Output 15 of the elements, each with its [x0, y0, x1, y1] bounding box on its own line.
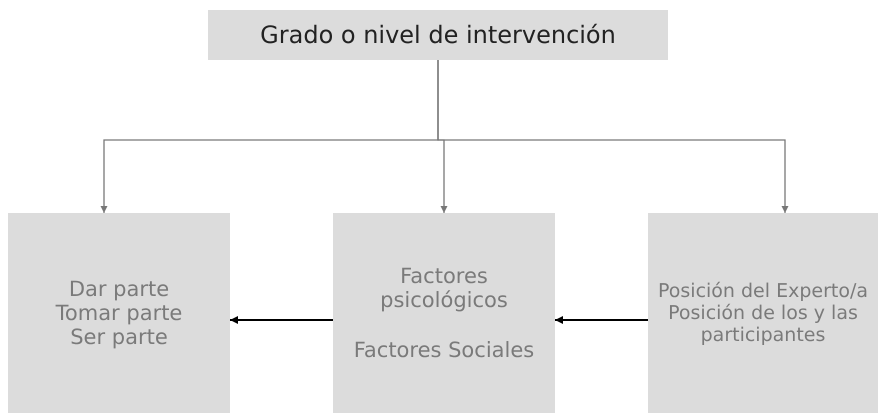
box-text: Dar parte: [68, 277, 170, 301]
box-text: Grado o nivel de intervención: [260, 21, 616, 49]
box-text: Factores Sociales: [354, 338, 534, 362]
category-box: [8, 213, 230, 413]
box-text: Tomar parte: [56, 301, 182, 325]
arrow: [437, 60, 788, 213]
box-text: Posición de los y las participantes: [667, 302, 859, 346]
arrow: [230, 316, 333, 324]
category-box: [333, 213, 555, 413]
heading-box: [208, 10, 668, 60]
category-box: [648, 213, 878, 413]
box-text: Factores psicológicos: [379, 264, 509, 312]
box-text: Posición del Experto/a: [658, 280, 868, 302]
arrow: [555, 316, 648, 324]
box-text: Ser parte: [70, 325, 168, 349]
